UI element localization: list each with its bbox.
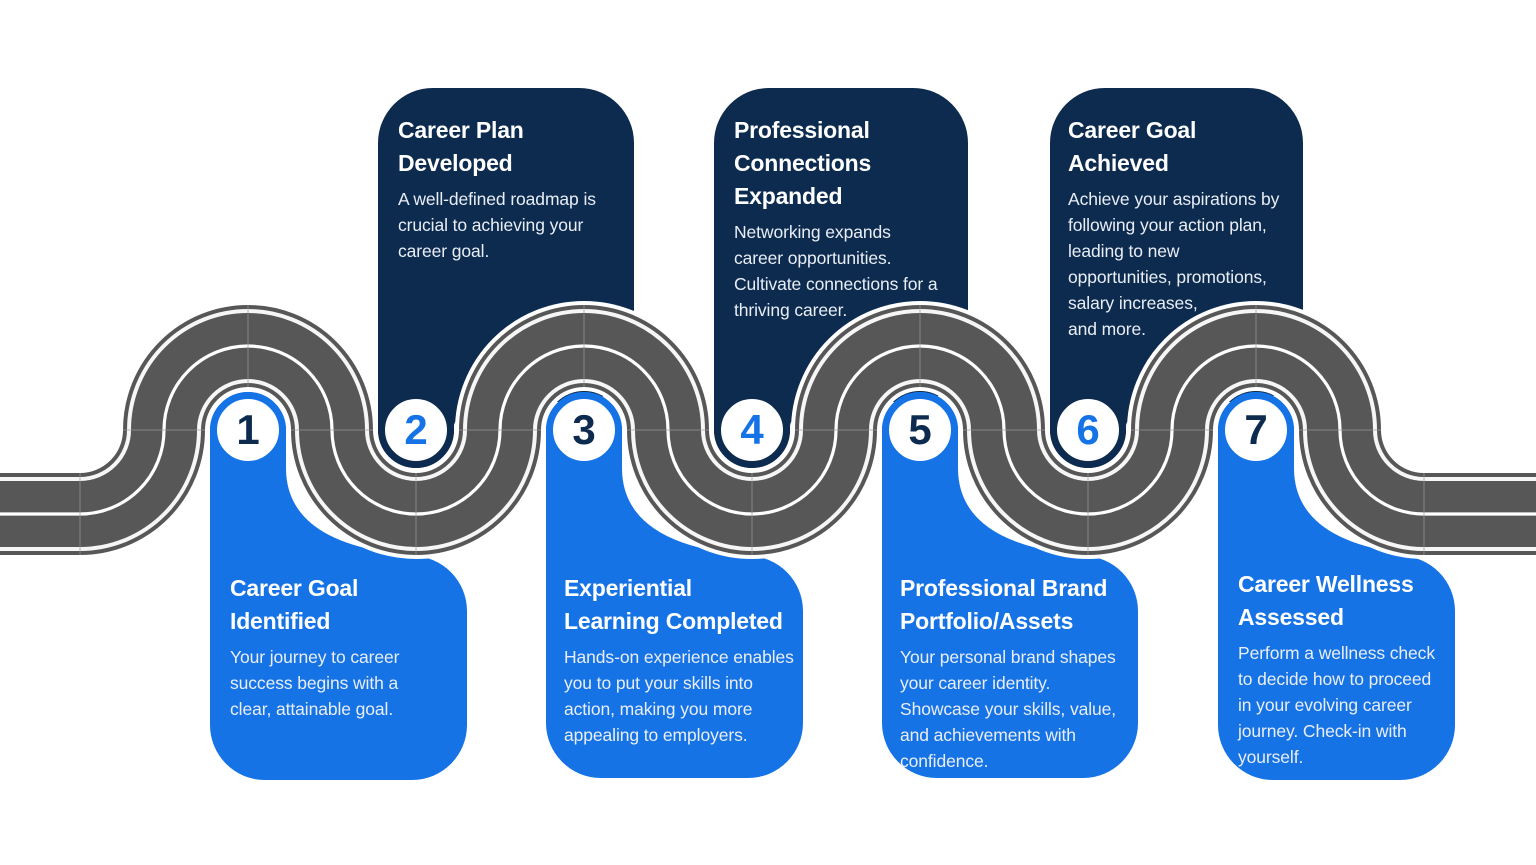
- step-4-description: Networking expands career opportunities.…: [734, 222, 938, 320]
- step-6-description: Achieve your aspirations by following yo…: [1068, 189, 1280, 339]
- step-7-number-badge: 7: [1218, 392, 1294, 468]
- step-card-5: Professional Brand Portfolio/Assets Your…: [900, 572, 1140, 774]
- step-5-description: Your personal brand shapes your career i…: [900, 647, 1117, 771]
- step-6-number-badge: 6: [1050, 392, 1126, 468]
- step-5-title: Professional Brand Portfolio/Assets: [900, 575, 1108, 634]
- step-7-description: Perform a wellness check to decide how t…: [1238, 643, 1435, 767]
- card-body-step-3: [546, 556, 803, 778]
- card-body-step-7: [1218, 556, 1455, 780]
- step-1-number-badge: 1: [210, 392, 286, 468]
- step-card-6: Career Goal Achieved Achieve your aspira…: [1068, 114, 1298, 342]
- road-segment-seams: [79, 305, 1425, 555]
- step-2-number-badge: 2: [378, 392, 454, 468]
- step-5-number-badge: 5: [882, 392, 958, 468]
- step-card-3: Experiential Learning Completed Hands-on…: [564, 572, 804, 748]
- step-card-2: Career Plan Developed A well-defined roa…: [398, 114, 628, 264]
- step-3-description: Hands-on experience enables you to put y…: [564, 647, 794, 745]
- step-card-1: Career Goal Identified Your journey to c…: [230, 572, 458, 722]
- step-card-7: Career Wellness Assessed Perform a welln…: [1238, 568, 1463, 770]
- step-6-title: Career Goal Achieved: [1068, 117, 1197, 176]
- card-body-step-5: [882, 556, 1138, 778]
- step-2-title: Career Plan Developed: [398, 117, 524, 176]
- step-1-title: Career Goal Identified: [230, 575, 359, 634]
- step-1-description: Your journey to career success begins wi…: [230, 647, 400, 719]
- step-7-title: Career Wellness Assessed: [1238, 571, 1414, 630]
- step-3-title: Experiential Learning Completed: [564, 575, 783, 634]
- step-4-number-badge: 4: [714, 392, 790, 468]
- step-2-description: A well-defined roadmap is crucial to ach…: [398, 189, 596, 261]
- card-body-step-1: [210, 556, 467, 780]
- step-card-4: Professional Connections Expanded Networ…: [734, 114, 962, 323]
- step-4-title: Professional Connections Expanded: [734, 117, 872, 209]
- step-3-number-badge: 3: [546, 392, 622, 468]
